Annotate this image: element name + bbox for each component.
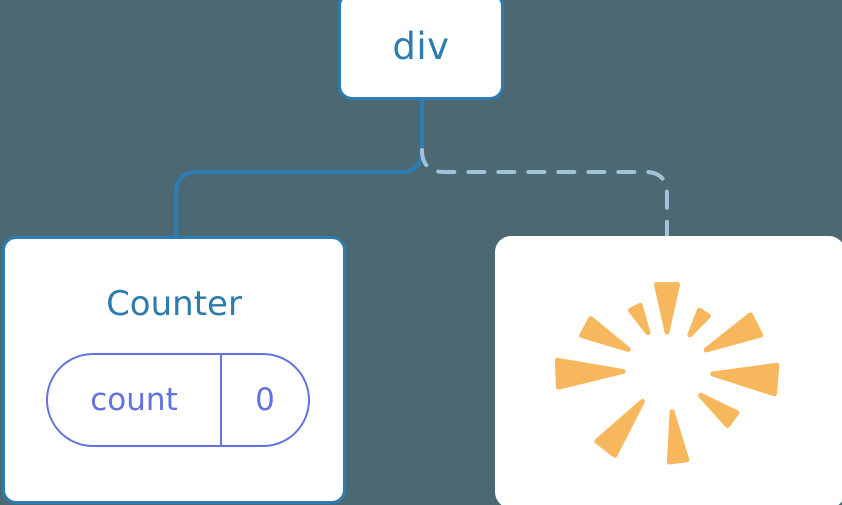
edge-div-to-counter bbox=[174, 98, 424, 240]
state-pill-key: count bbox=[48, 355, 222, 445]
sparkle-ray-6 bbox=[666, 409, 690, 465]
sparkle-ray-1 bbox=[654, 282, 680, 335]
node-counter-label: Counter bbox=[106, 284, 242, 324]
node-div-label: div bbox=[392, 24, 450, 68]
sparkle-ray-10 bbox=[627, 302, 651, 336]
sparkle-ray-group bbox=[554, 282, 780, 465]
state-pill-value: 0 bbox=[255, 381, 275, 418]
sparkle-ray-4 bbox=[710, 362, 780, 397]
state-pill-count[interactable]: count 0 bbox=[46, 353, 310, 447]
sparkle-ray-5 bbox=[698, 392, 740, 428]
sparkle-ray-7 bbox=[594, 399, 645, 458]
sparkle-ray-9 bbox=[579, 316, 631, 352]
node-div[interactable]: div bbox=[338, 0, 504, 100]
sparkle-ray-3 bbox=[703, 312, 764, 353]
sparkle-ray-2 bbox=[687, 307, 711, 338]
edge-div-to-sparkle bbox=[420, 148, 669, 240]
sparkle-ray-8 bbox=[554, 357, 626, 390]
node-sparkle[interactable] bbox=[495, 236, 842, 505]
sparkle-burst-icon bbox=[554, 282, 780, 465]
node-counter[interactable]: Counter count 0 bbox=[2, 236, 346, 504]
